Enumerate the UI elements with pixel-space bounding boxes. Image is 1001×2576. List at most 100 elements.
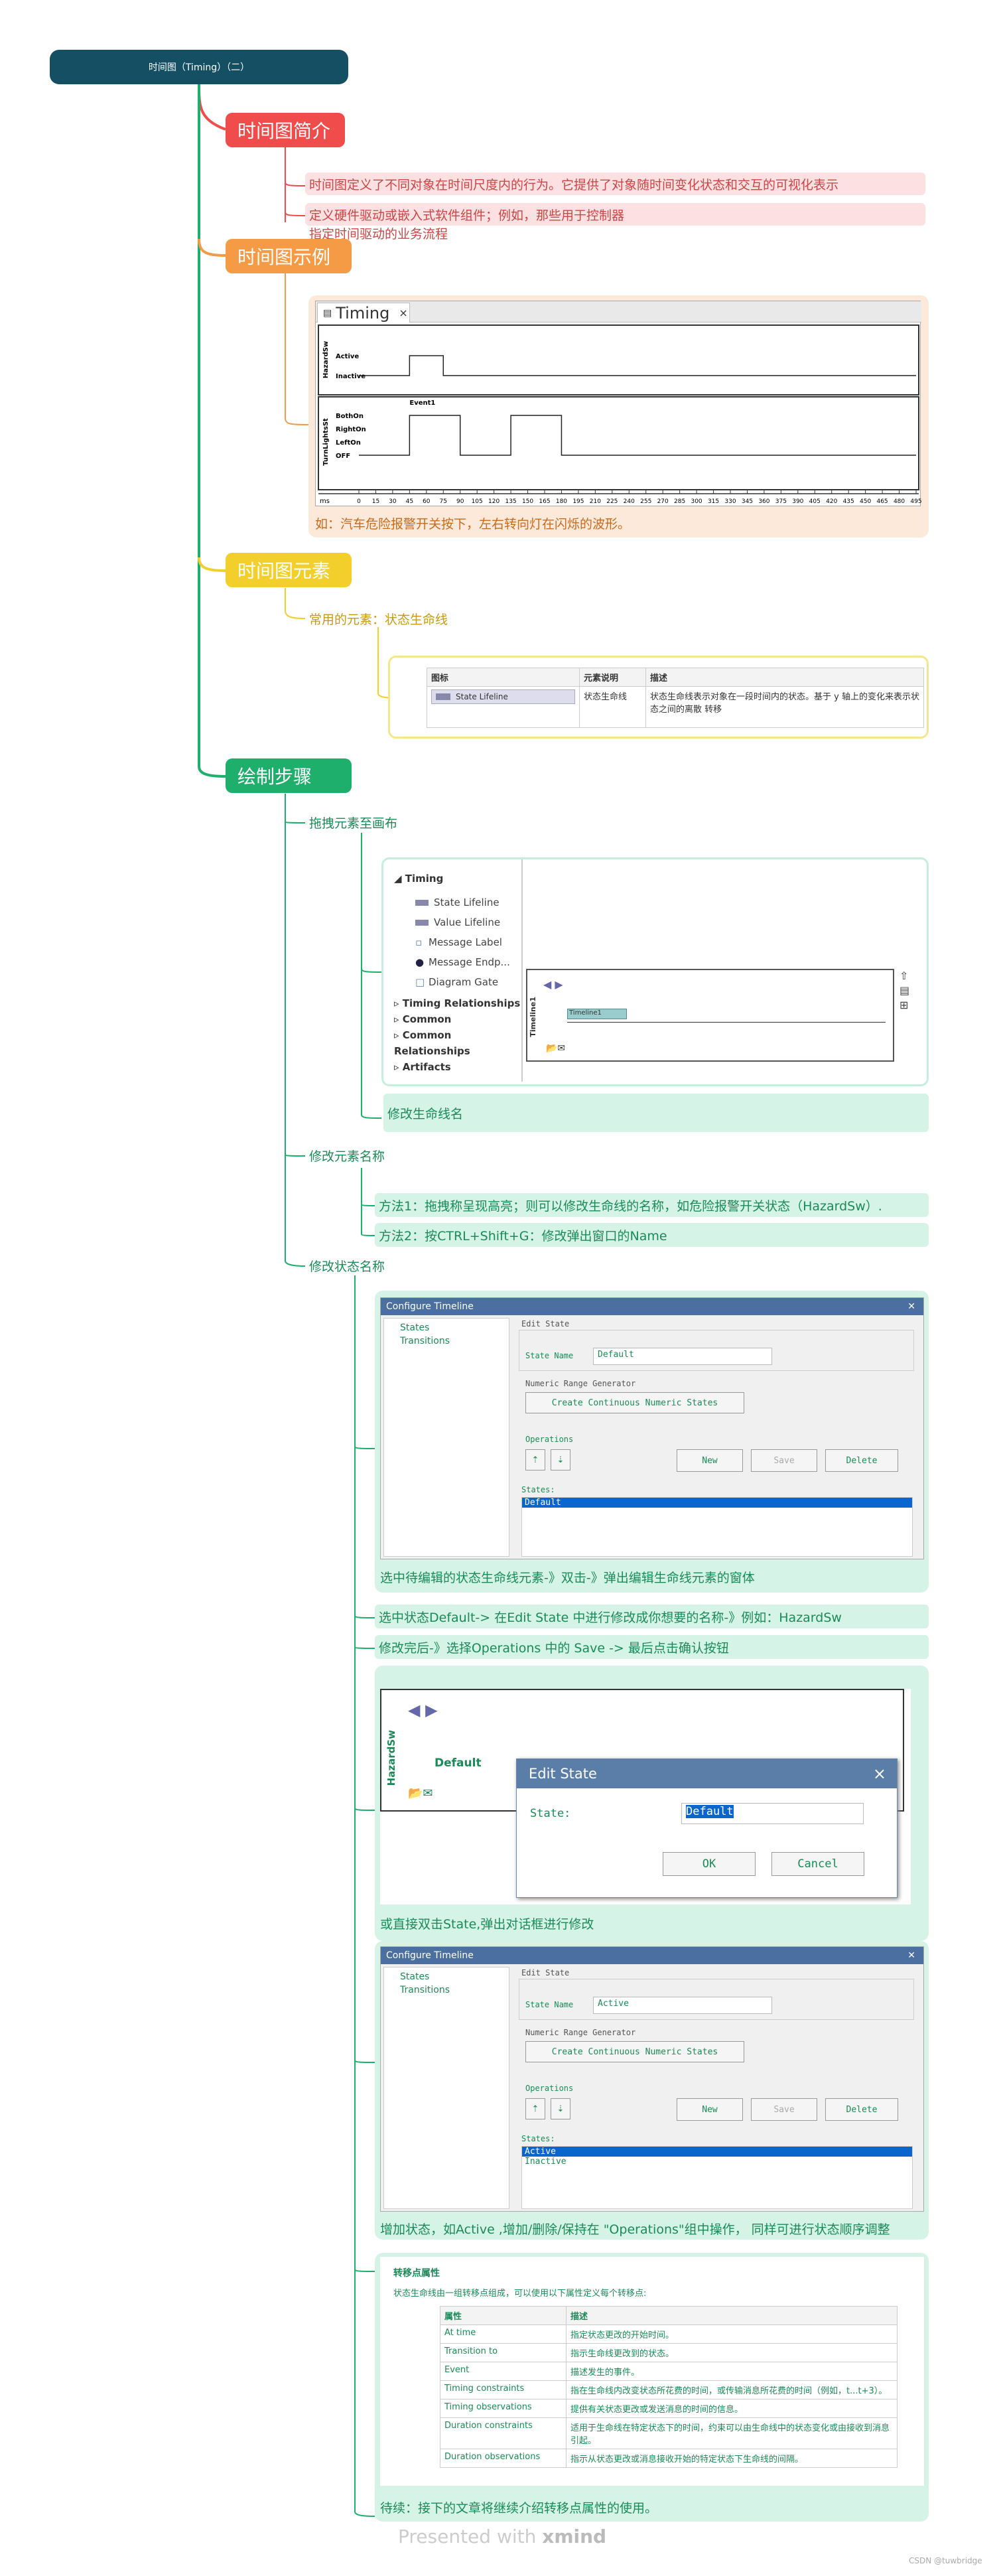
create-states-button[interactable]: Create Continuous Numeric States [525,2041,744,2062]
step-rename-lifeline[interactable]: 修改生命线名 [383,1094,929,1132]
states-list-item[interactable]: Active [522,2147,912,2157]
state-caption-3[interactable]: 修改完后-》选择Operations 中的 Save -> 最后点击确认按钮 [375,1635,929,1659]
method-1[interactable]: 方法1：拖拽称呈现高亮；则可以修改生命线的名称，如危险报警开关状态（Hazard… [375,1193,929,1217]
state-name-input[interactable]: Default [593,1348,772,1365]
topic-intro[interactable]: 时间图简介 [226,113,345,147]
create-states-button[interactable]: Create Continuous Numeric States [525,1392,744,1413]
prop-desc: 指在生命线内改变状态所花费的时间，或传输消息所花费的时间（例如，t...t+3）… [566,2380,898,2399]
step-rename-state[interactable]: 修改状态名称 [305,1254,405,1277]
tree-states[interactable]: States [400,1323,430,1333]
root-topic[interactable]: 时间图（Timing）（二） [50,50,348,84]
nav-arrows-icon: ◀ ▶ [408,1701,438,1719]
move-down-icon[interactable]: ⇣ [551,1449,570,1470]
config2-title: Configure Timeline [386,1950,474,1961]
diagram-icon: ▤ [323,307,332,319]
group-common[interactable]: ▹ Common [394,1013,452,1025]
tick-label: 360 [758,498,769,505]
delete-button[interactable]: Delete [825,2098,898,2121]
lifeline-name[interactable]: Timeline1 [529,997,537,1037]
th-prop: 属性 [440,2306,567,2325]
lifeline-name-edit[interactable]: Timeline1 [567,1009,627,1019]
lifeline-canvas[interactable]: ◀ ▶ Timeline1 Timeline1 📂✉ [526,969,894,1062]
save-button[interactable]: Save [751,1449,817,1472]
state-default[interactable]: Default [434,1756,482,1770]
intro-item-3[interactable]: 指定时间驱动的业务流程 [305,223,637,243]
edit-state-label: Edit State [521,1319,570,1328]
group-artifacts[interactable]: ▹ Artifacts [394,1061,451,1073]
edit-state-dialog: Edit State× State: Default OK Cancel [516,1758,898,1898]
save-button[interactable]: Save [751,2098,817,2121]
tree-transitions[interactable]: Transitions [400,1985,450,1995]
props-title: 转移点属性 [393,2268,440,2279]
state-input[interactable]: Default [681,1803,864,1824]
cancel-button[interactable]: Cancel [771,1852,864,1876]
tree-transitions[interactable]: Transitions [400,1336,450,1346]
step-rename-element-text: 修改元素名称 [309,1149,385,1164]
prop-desc: 指示生命线更改到的状态。 [566,2343,898,2362]
event-label: Event1 [409,399,435,407]
method-2[interactable]: 方法2：按CTRL+Shift+G：修改弹出窗口的Name [375,1223,929,1247]
new-button[interactable]: New [677,1449,743,1472]
step-drag[interactable]: 拖拽元素至画布 [305,811,431,833]
ok-button[interactable]: OK [663,1852,756,1876]
intro-item-1[interactable]: 时间图定义了不同对象在时间尺度内的行为。它提供了对象随时间变化状态和交互的可视化… [305,173,925,195]
state-input-value: Default [686,1805,734,1818]
edit-card: ◀ ▶ HazardSw Default 📂✉ Edit State× Stat… [375,1666,929,1941]
close-icon[interactable]: ✕ [907,1301,915,1312]
new-button[interactable]: New [677,2098,743,2121]
states-list-item[interactable]: Inactive [525,2157,567,2167]
group-timing-relationships[interactable]: ▹ Timing Relationships [394,997,521,1009]
toolbox-item-label[interactable]: ▫Message Label [415,932,510,952]
td-icon: State Lifeline [427,686,580,728]
topic-example[interactable]: 时间图示例 [226,239,352,273]
tick-label: 15 [372,498,379,505]
lane-2-state: BothOn [336,413,364,420]
topic-elements[interactable]: 时间图元素 [226,553,352,587]
states-list-item[interactable]: Default [522,1498,912,1508]
toolbox-group[interactable]: ◢ Timing [394,873,443,885]
nrg-label: Numeric Range Generator [525,1379,636,1388]
tab-timing[interactable]: ▤Timing× [317,303,410,322]
th-desc: 描述 [645,668,924,687]
tree-states[interactable]: States [400,1971,430,1982]
topic-elements-label: 时间图元素 [237,560,331,582]
state-name-input[interactable]: Active [593,1997,772,2014]
close-icon[interactable]: × [399,307,408,319]
lane-1-state: Active [336,353,359,360]
group-artifacts-label: Artifacts [402,1061,451,1073]
toolbox-item-gate[interactable]: □Diagram Gate [415,972,510,992]
toolbox-item-value[interactable]: Value Lifeline [415,912,510,932]
move-up-icon[interactable]: ⇡ [525,1449,545,1470]
delete-button[interactable]: Delete [825,1449,898,1472]
close-icon[interactable]: ✕ [907,1950,915,1961]
lifeline-state-line [567,1022,886,1023]
move-down-icon[interactable]: ⇣ [551,2098,570,2119]
lane-1-wave [359,355,916,376]
move-up-icon[interactable]: ⇡ [525,2098,545,2119]
props-card: 转移点属性 状态生命线由一组转移点组成，可以使用以下属性定义每个转移点: 属性描… [375,2253,929,2522]
state-lifeline-icon [415,900,429,906]
prop-name: Duration constraints [440,2417,567,2449]
step-rename-element[interactable]: 修改元素名称 [305,1144,405,1167]
close-icon[interactable]: × [872,1764,886,1783]
td-name: 状态生命线 [579,686,646,728]
elements-item[interactable]: 常用的元素：状态生命线 [305,608,491,629]
group-common-relationships[interactable]: ▹ Common Relationships [394,1029,470,1057]
state-caption-2[interactable]: 选中状态Default-> 在Edit State 中进行修改成你想要的名称-》… [375,1605,929,1628]
edit-state-group [519,1979,914,2020]
tick-label: 390 [792,498,803,505]
toolbox-item-value-label: Value Lifeline [434,916,501,928]
toolbox-item-state[interactable]: State Lifeline [415,893,510,912]
topic-steps[interactable]: 绘制步骤 [226,758,352,793]
intro-item-2[interactable]: 定义硬件驱动或嵌入式软件组件；例如，那些用于控制器 [305,203,925,226]
toolbox-item-endpoint[interactable]: ●Message Endp... [415,952,510,972]
topic-steps-label: 绘制步骤 [237,766,312,788]
tick-label: 60 [423,498,431,505]
prop-name: Duration observations [440,2449,567,2468]
lane-2-state: LeftOn [336,439,361,447]
